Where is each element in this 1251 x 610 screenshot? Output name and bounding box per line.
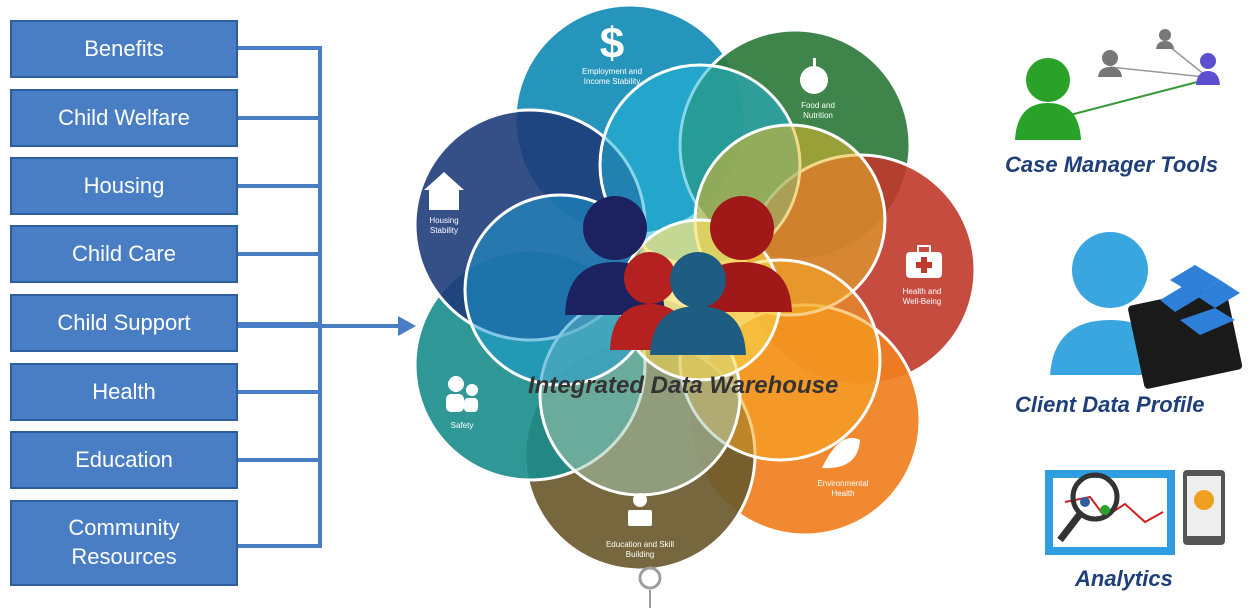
apple-icon [800, 58, 828, 94]
source-box-health[interactable]: Health [10, 363, 238, 421]
source-box-benefits[interactable]: Benefits [10, 20, 238, 78]
data-warehouse-flower: $ Employm [413, 3, 977, 608]
petal-label-safety: Safety [451, 421, 474, 430]
source-box-child-support[interactable]: Child Support [10, 294, 238, 352]
client-data-profile-label[interactable]: Client Data Profile [1015, 392, 1205, 417]
source-box-community-resources[interactable]: Community Resources [10, 500, 238, 586]
magnifier-chart-icon[interactable] [1035, 462, 1230, 570]
dollar-icon: $ [600, 19, 624, 68]
connector-lines [238, 46, 416, 548]
source-box-child-care[interactable]: Child Care [10, 225, 238, 283]
source-box-child-welfare[interactable]: Child Welfare [10, 89, 238, 147]
reading-person-icon [628, 493, 652, 526]
first-aid-kit-icon [906, 245, 942, 278]
data-warehouse-title: Integrated Data Warehouse [528, 372, 839, 399]
analytics-label[interactable]: Analytics [1075, 566, 1173, 591]
leaf-icon [822, 437, 860, 469]
people-group-icon [565, 196, 792, 355]
source-box-housing[interactable]: Housing [10, 157, 238, 215]
arrow-head [398, 316, 416, 336]
source-box-education[interactable]: Education [10, 431, 238, 489]
refresh-icon [638, 566, 662, 608]
network-people-icon[interactable] [1010, 25, 1235, 145]
case-manager-tools-label[interactable]: Case Manager Tools [1005, 152, 1219, 177]
user-dropbox-icon[interactable] [1040, 225, 1245, 390]
house-icon [424, 172, 464, 210]
family-icon [446, 376, 478, 412]
